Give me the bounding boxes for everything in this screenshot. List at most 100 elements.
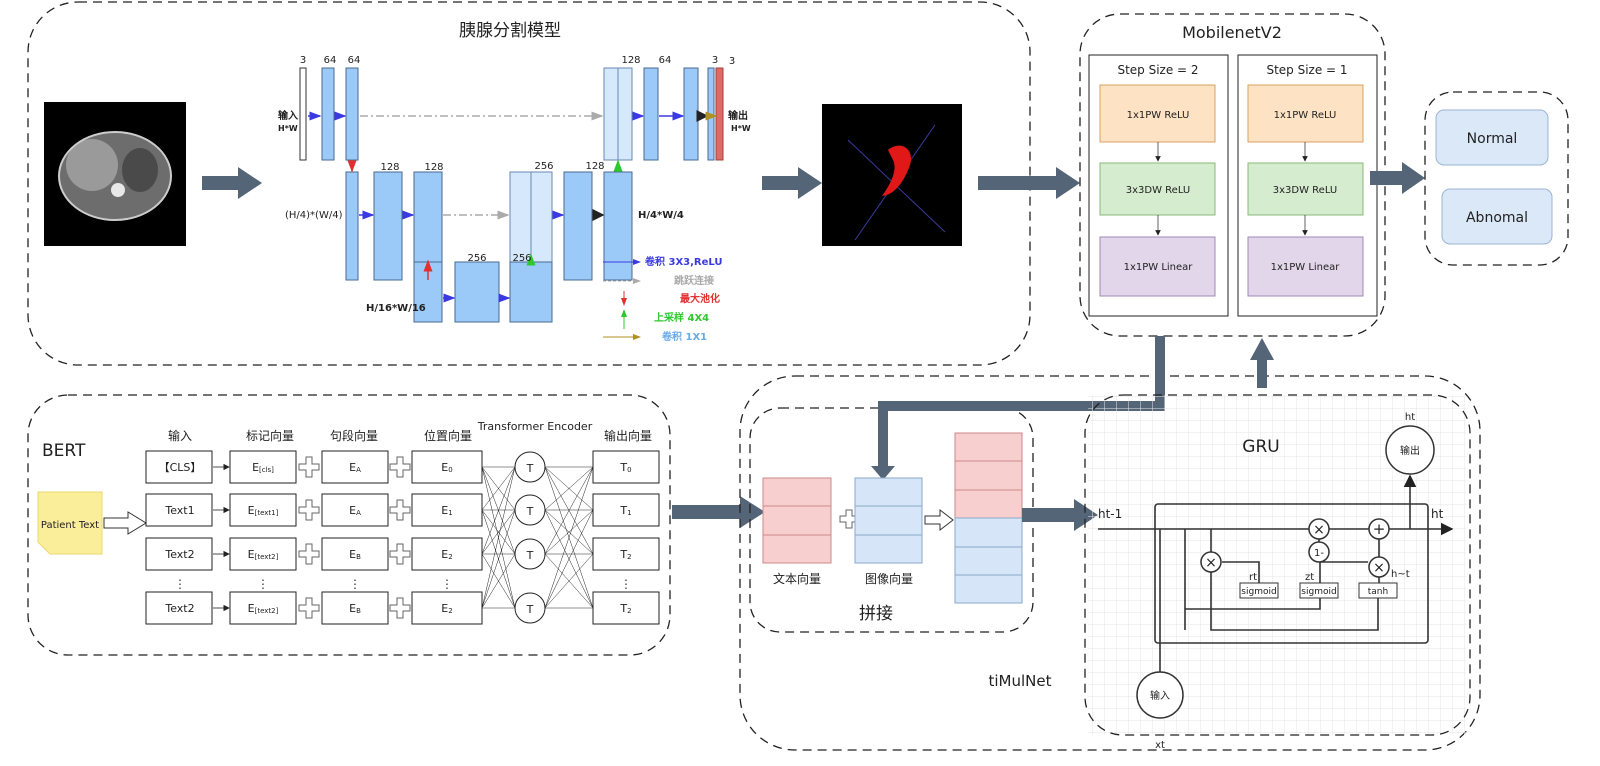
plus-icon <box>298 456 320 478</box>
channel-label: 128 <box>621 55 640 66</box>
arrow-mobilenet-to-fusion <box>871 336 1165 480</box>
attention-edge <box>544 509 594 555</box>
arrow-ct-to-unet <box>202 167 262 199</box>
arrow-mask-to-mobilenet <box>978 167 1080 199</box>
output-vector: T2 <box>619 548 631 561</box>
bert-cell <box>321 493 389 527</box>
channel-label: 128 <box>380 162 399 173</box>
channel-label: 64 <box>324 55 337 66</box>
column-header: Step Size = 1 <box>1266 63 1347 77</box>
output-vector: T1 <box>619 504 631 517</box>
legend-upsample: 上采样 4X4 <box>654 311 709 324</box>
add-icon: + <box>1373 520 1386 538</box>
legend-maxpool: 最大池化 <box>680 292 720 305</box>
level2-size-right: H/4*W/4 <box>638 210 684 221</box>
header-input: 输入 <box>168 428 192 443</box>
concat-vector <box>954 432 1023 604</box>
position-embedding: E2 <box>441 548 452 561</box>
bert-cell <box>145 591 213 625</box>
block-label: 1x1PW ReLU <box>1274 110 1337 121</box>
bert-cell <box>411 591 483 625</box>
bert-cell <box>145 450 213 484</box>
header-position: 位置向量 <box>424 428 472 443</box>
header-token: 标记向量 <box>246 428 294 443</box>
plus-icon <box>298 499 320 521</box>
multiply-icon: × <box>1373 560 1385 576</box>
attention-edge <box>481 466 516 609</box>
gru-output-node: 输出 <box>1400 444 1420 457</box>
text-vector <box>762 477 832 564</box>
segment-embedding: EB <box>349 602 361 615</box>
text-vector-label: 文本向量 <box>773 571 821 586</box>
patient-text: Patient Text <box>41 520 99 531</box>
bert-cell <box>229 450 297 484</box>
bert-cell <box>229 537 297 571</box>
channel-label: 256 <box>534 161 553 172</box>
attention-edge <box>544 466 594 511</box>
attention-edge <box>481 466 516 555</box>
one-minus-node: 1- <box>1314 548 1324 559</box>
channel-label: 256 <box>512 253 531 264</box>
block-label: 1x1PW Linear <box>1124 262 1194 273</box>
channel-label: 64 <box>348 55 361 66</box>
bert-cell <box>145 537 213 571</box>
column-header: Step Size = 2 <box>1117 63 1198 77</box>
plus-icon <box>389 456 411 478</box>
patient-text-note: Patient Text <box>37 491 103 555</box>
attention-edge <box>481 553 516 609</box>
arrow-bert-to-fusion <box>672 496 765 528</box>
position-embedding: E2 <box>441 602 452 615</box>
unet-legend: 卷积 3X3,ReLU 跳跃连接 最大池化 上采样 4X4 卷积 1X1 <box>603 255 723 343</box>
channel-label: 3 <box>712 55 718 66</box>
attention-edge <box>544 466 594 555</box>
tanh-box: tanh <box>1368 587 1388 597</box>
arrow-fusion-to-gru <box>1022 499 1098 531</box>
token-embedding: E[text2] <box>248 548 279 561</box>
hollow-arrow <box>103 511 147 535</box>
bert-cell <box>592 450 660 484</box>
segment-embedding: EA <box>349 461 361 474</box>
block-label: 1x1PW Linear <box>1271 262 1341 273</box>
image-vector <box>854 477 923 564</box>
channel-label: 256 <box>467 253 486 264</box>
legend-conv1x1: 卷积 1X1 <box>661 330 707 343</box>
input-size: H*W <box>278 124 298 133</box>
plus-icon <box>298 543 320 565</box>
plus-icon <box>389 499 411 521</box>
attention-edge <box>544 509 594 609</box>
ellipsis: ⋮ <box>620 577 632 591</box>
h-prev-label: ht-1 <box>1098 507 1122 521</box>
input-label: 输入 <box>278 109 298 122</box>
class-abnormal: Abnomal <box>1466 210 1528 226</box>
ellipsis: ⋮ <box>257 577 269 591</box>
hollow-arrow <box>924 508 954 532</box>
bert-title: BERT <box>42 441 86 461</box>
arrow-unet-to-mask <box>762 167 822 199</box>
h-out-label: ht <box>1431 507 1444 521</box>
bert-cell <box>229 493 297 527</box>
token-embedding: E[text2] <box>248 602 279 615</box>
bert-cell <box>411 493 483 527</box>
mobilenet-title: MobilenetV2 <box>1182 23 1282 42</box>
header-transformer: Transformer Encoder <box>477 420 593 433</box>
ct-scan-image <box>44 102 186 246</box>
bert-cell <box>592 493 660 527</box>
sigmoid-update: sigmoid <box>1301 587 1336 597</box>
position-embedding: E0 <box>441 461 452 474</box>
model-name: tiMulNet <box>989 672 1052 690</box>
multiply-icon: × <box>1205 555 1217 571</box>
input-token: Text1 <box>164 504 194 517</box>
concat-label: 拼接 <box>859 604 893 624</box>
sigmoid-reset: sigmoid <box>1241 587 1276 597</box>
bert-cell <box>145 493 213 527</box>
bert-cell <box>592 537 660 571</box>
channel-label: 128 <box>585 161 604 172</box>
x-label: xt <box>1155 740 1165 751</box>
channel-label: 128 <box>424 162 443 173</box>
bert-cell <box>411 537 483 571</box>
zt-label: zt <box>1305 572 1314 583</box>
unet: 3 64 64 128 128 256 256 256 128 128 64 3… <box>278 55 751 343</box>
ellipsis: ⋮ <box>349 577 361 591</box>
legend-skip: 跳跃连接 <box>674 274 714 287</box>
channel-label: 3 <box>729 56 735 67</box>
